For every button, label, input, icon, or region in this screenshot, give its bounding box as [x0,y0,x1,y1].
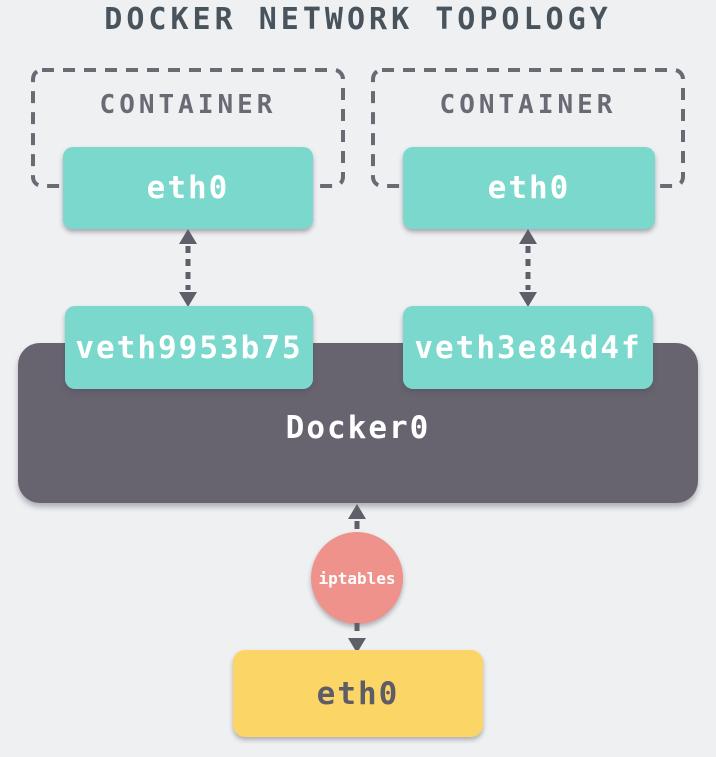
veth-node-left: veth9953b75 [65,306,313,389]
host-eth0-label: eth0 [316,675,400,712]
container-eth0-node-right: eth0 [403,147,655,229]
container-box-right: CONTAINER [371,68,685,188]
veth-label-left: veth9953b75 [75,329,303,366]
arrow-up-icon [348,504,366,534]
container-label-right: CONTAINER [439,90,617,120]
arrow-down-icon [348,623,366,653]
docker0-label: Docker0 [285,410,431,446]
container-eth0-node-left: eth0 [63,147,313,229]
double-arrow-icon-left [179,229,197,307]
iptables-label: iptables [318,568,396,588]
iptables-node: iptables [311,532,403,624]
container-eth0-label-right: eth0 [487,170,571,206]
host-eth0-node: eth0 [233,650,483,737]
veth-label-right: veth3e84d4f [414,329,642,366]
container-eth0-label-left: eth0 [146,170,230,206]
double-arrow-icon-right [519,229,537,307]
container-label-left: CONTAINER [99,90,277,120]
container-box-left: CONTAINER [31,68,345,188]
diagram-title: DOCKER NETWORK TOPOLOGY [104,2,612,37]
veth-node-right: veth3e84d4f [403,306,653,389]
